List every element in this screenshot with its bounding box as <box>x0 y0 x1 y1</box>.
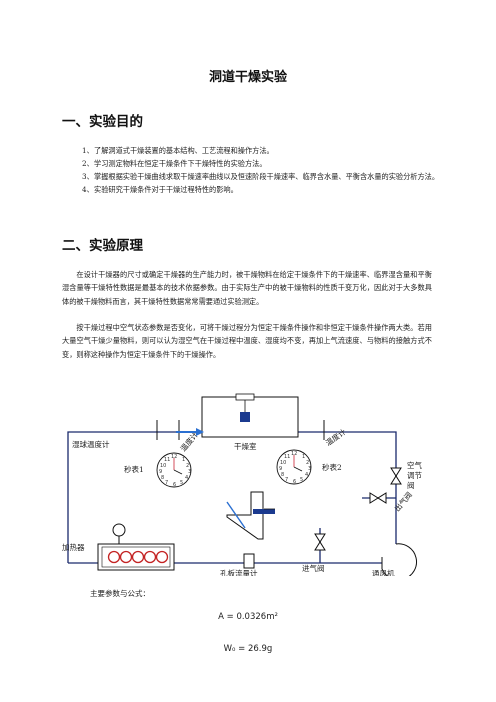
list-item-text: 实验研究干燥条件对于干燥过程特性的影响。 <box>94 185 238 194</box>
pipe-loop <box>67 431 397 564</box>
formula-area: A = 0.0326m² <box>218 612 278 622</box>
clock-digit: 8 <box>281 472 284 478</box>
stopwatch-1-label: 秒表1 <box>124 464 144 474</box>
clock-digit: 4 <box>185 475 188 481</box>
list-item-number: 3、 <box>82 172 94 181</box>
outlet-valve-icon <box>369 492 387 504</box>
clock-digit: 9 <box>159 469 162 475</box>
stopwatch-1-icon: 11 12 1 10 2 9 3 8 4 7 6 5 <box>156 452 192 488</box>
clock-digit: 12 <box>291 451 297 457</box>
flow-arrow-icon <box>176 428 204 436</box>
clock-digit: 3 <box>188 469 191 475</box>
dry-bulb-right-label: 温度计 <box>323 426 348 447</box>
air-valve-label-3: 阀 <box>407 481 415 490</box>
inlet-valve-label: 进气阀 <box>302 563 325 573</box>
formula-dry-weight: W₀ = 26.9g <box>223 644 273 654</box>
clock-digit: 6 <box>173 482 176 488</box>
list-item: 2、学习测定物料在恒定干燥条件下干燥特性的实验方法。 <box>82 157 442 170</box>
list-item: 4、实验研究干燥条件对于干燥过程特性的影响。 <box>82 183 442 196</box>
drying-apparatus-diagram: 干燥室 湿球温度计 温度计 温度计 11 12 1 10 2 9 3 8 4 7… <box>62 393 422 576</box>
air-valve-label-2: 调节 <box>407 471 422 480</box>
orifice-meter-icon <box>243 553 255 569</box>
heater-icon <box>97 543 175 571</box>
clock-digit: 5 <box>300 477 303 483</box>
clock-digit: 1 <box>182 457 185 463</box>
sample-tray-icon <box>240 412 250 422</box>
clock-digit: 7 <box>285 477 288 483</box>
drying-chamber-label: 干燥室 <box>234 441 257 451</box>
list-item: 1、了解洞道式干燥装置的基本结构、工艺流程和操作方法。 <box>82 144 442 157</box>
stopwatch-2-icon: 11 12 1 10 2 9 3 8 4 7 6 5 <box>276 449 312 485</box>
balance-icon <box>226 491 275 540</box>
clock-digit: 11 <box>284 454 290 460</box>
clock-digit: 2 <box>306 460 309 466</box>
clock-digit: 4 <box>305 472 308 478</box>
list-item-number: 1、 <box>82 146 94 155</box>
clock-digit: 9 <box>279 466 282 472</box>
fan-icon <box>381 543 417 576</box>
section-heading-purpose: 一、实验目的 <box>62 114 143 130</box>
inlet-valve-icon <box>314 533 326 551</box>
params-label: 主要参数与公式： <box>90 589 150 598</box>
air-regulating-valve-icon <box>390 467 402 485</box>
list-item-number: 4、 <box>82 185 94 194</box>
wet-bulb-label: 湿球温度计 <box>72 439 110 449</box>
clock-digit: 5 <box>180 480 183 486</box>
section-heading-principle: 二、实验原理 <box>62 238 143 254</box>
fan-label: 通风机 <box>372 568 395 576</box>
principle-paragraph-1: 在设计干燥器的尺寸或确定干燥器的生产能力时，被干燥物料在给定干燥条件下的干燥速率… <box>62 270 432 306</box>
principle-paragraph-2: 按干燥过程中空气状态参数是否变化，可将干燥过程分为恒定干燥条件操作和非恒定干燥条… <box>62 323 432 359</box>
heater-label: 加热器 <box>62 542 85 552</box>
orifice-meter-label: 孔板流量计 <box>220 568 258 576</box>
clock-digit: 2 <box>186 463 189 469</box>
stopwatch-2-label: 秒表2 <box>322 462 342 472</box>
outlet-valve-label: 出气阀 <box>392 490 414 514</box>
clock-digit: 10 <box>280 460 286 466</box>
page-title: 洞道干燥实验 <box>208 70 287 85</box>
air-valve-label-1: 空气 <box>407 460 422 470</box>
clock-digit: 1 <box>302 454 305 460</box>
clock-digit: 8 <box>161 475 164 481</box>
list-item-text: 掌握根据实验干燥曲线求取干燥速率曲线以及恒速阶段干燥速率、临界含水量、平衡含水量… <box>94 172 440 181</box>
list-item: 3、掌握根据实验干燥曲线求取干燥速率曲线以及恒速阶段干燥速率、临界含水量、平衡含… <box>82 170 442 183</box>
list-item-text: 学习测定物料在恒定干燥条件下干燥特性的实验方法。 <box>94 159 267 168</box>
clock-digit: 7 <box>165 480 168 486</box>
clock-digit: 6 <box>293 479 296 485</box>
gauge-icon <box>112 523 126 544</box>
list-item-text: 了解洞道式干燥装置的基本结构、工艺流程和操作方法。 <box>94 146 274 155</box>
clock-digit: 12 <box>171 454 177 460</box>
clock-digit: 11 <box>164 457 170 463</box>
clock-digit: 3 <box>308 466 311 472</box>
list-item-number: 2、 <box>82 159 94 168</box>
clock-digit: 10 <box>160 463 166 469</box>
purpose-list: 1、了解洞道式干燥装置的基本结构、工艺流程和操作方法。 2、学习测定物料在恒定干… <box>82 144 442 196</box>
